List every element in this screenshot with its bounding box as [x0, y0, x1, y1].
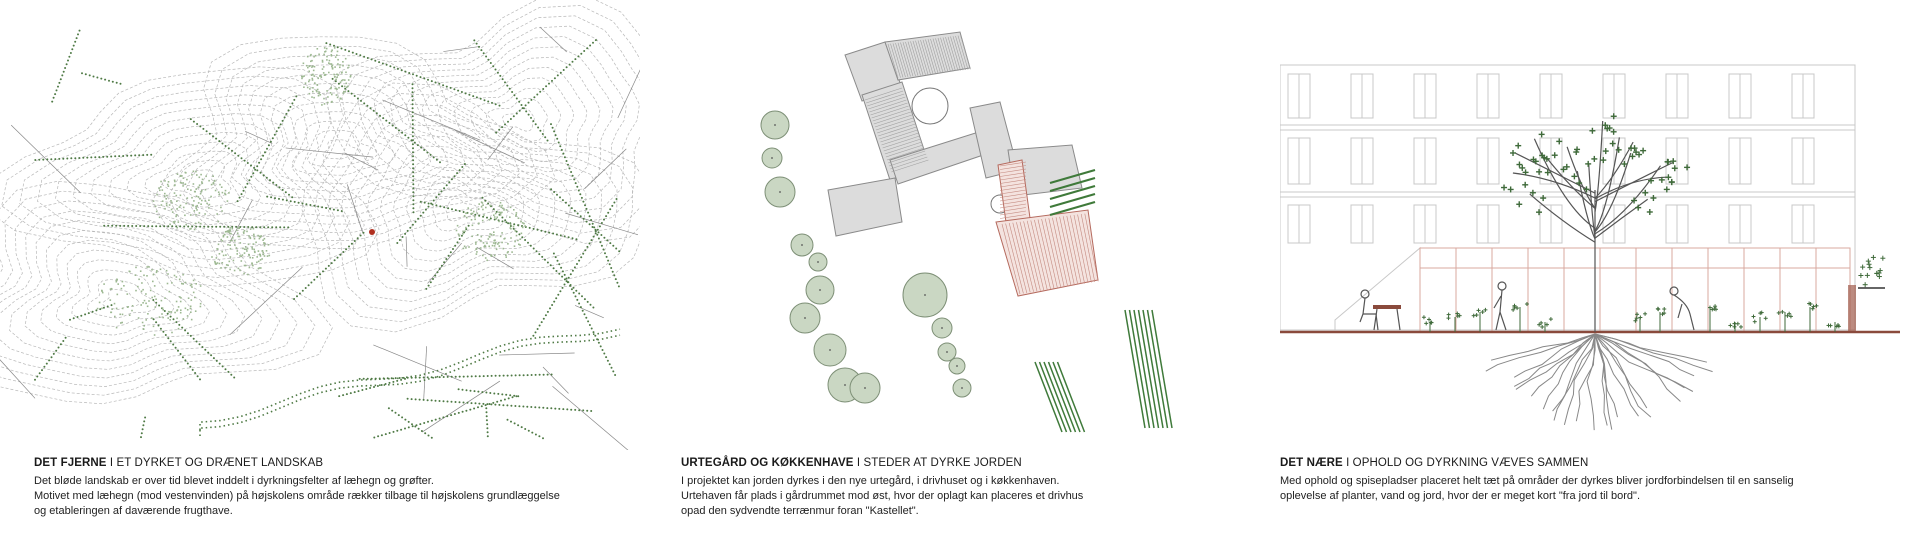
- panel-section: DET NÆRE I OPHOLD OG DYRKNING VÆVES SAMM…: [1280, 0, 1920, 535]
- caption-section: DET NÆRE I OPHOLD OG DYRKNING VÆVES SAMM…: [1280, 456, 1900, 504]
- caption-line: Urtehaven får plads i gårdrummet mod øst…: [681, 490, 1084, 502]
- heading-rest: I OPHOLD OG DYRKNING VÆVES SAMMEN: [1346, 457, 1589, 469]
- tree-roots: [1485, 333, 1713, 431]
- roof-hatching: [864, 35, 971, 173]
- facade-windows: [1287, 73, 1815, 244]
- caption-body: I projektet kan jorden dyrkes i den nye …: [681, 474, 1271, 519]
- caption-line: opad den sydvendte terrænmur foran "Kast…: [681, 505, 919, 517]
- hedgerows: [34, 29, 621, 440]
- heading-bold: DET FJERNE: [34, 457, 107, 469]
- caption-body: Med ophold og spisepladser placeret helt…: [1280, 474, 1900, 504]
- panel-landscape: DET FJERNE I ET DYRKET OG DRÆNET LANDSKA…: [0, 0, 640, 535]
- panel-siteplan: URTEGÅRD OG KØKKENHAVE I STEDER AT DYRKE…: [640, 0, 1280, 535]
- section-drawing: [1280, 64, 1900, 431]
- courtyard-garden-rows: [1049, 168, 1096, 217]
- caption-heading: DET FJERNE I ET DYRKET OG DRÆNET LANDSKA…: [34, 456, 634, 471]
- contour-lines: [0, 0, 640, 405]
- river-hedgerow: [199, 334, 621, 436]
- people-and-table: [1359, 281, 1695, 331]
- caption-line: oplevelse af planter, vand og jord, hvor…: [1280, 490, 1640, 502]
- caption-line: og etableringen af daværende frugthave.: [34, 505, 233, 517]
- heading-bold: URTEGÅRD OG KØKKENHAVE: [681, 457, 854, 469]
- field-boundaries: [0, 26, 640, 450]
- garden-plants: [1421, 254, 1886, 332]
- heading-rest: I STEDER AT DYRKE JORDEN: [856, 457, 1022, 469]
- central-tree: [1512, 120, 1674, 332]
- tree-leaves: [1501, 113, 1691, 216]
- caption-line: Det bløde landskab er over tid blevet in…: [34, 475, 434, 487]
- woodland-patches: [96, 47, 526, 336]
- caption-heading: URTEGÅRD OG KØKKENHAVE I STEDER AT DYRKE…: [681, 456, 1271, 471]
- caption-landscape: DET FJERNE I ET DYRKET OG DRÆNET LANDSKA…: [34, 456, 634, 519]
- kitchen-garden-rows: [1034, 309, 1173, 433]
- caption-body: Det bløde landskab er over tid blevet in…: [34, 474, 634, 519]
- stair-wedge: [1334, 246, 1421, 331]
- right-shrub: [1848, 285, 1885, 331]
- caption-siteplan: URTEGÅRD OG KØKKENHAVE I STEDER AT DYRKE…: [681, 456, 1271, 519]
- caption-heading: DET NÆRE I OPHOLD OG DYRKNING VÆVES SAMM…: [1280, 456, 1900, 471]
- caption-line: Motivet med læhegn (mod vestenvinden) på…: [34, 490, 560, 502]
- main-building: [827, 31, 1083, 237]
- orchard-trees: [760, 110, 972, 404]
- building-facade: [1280, 64, 1856, 331]
- caption-line: I projektet kan jorden dyrkes i den nye …: [681, 475, 1060, 487]
- site-plan: [760, 31, 1173, 433]
- caption-line: Med ophold og spisepladser placeret helt…: [1280, 475, 1794, 487]
- heading-bold: DET NÆRE: [1280, 457, 1343, 469]
- site-marker: [369, 229, 375, 235]
- landscape-map: [0, 0, 640, 450]
- new-building-hatching: [999, 161, 1099, 295]
- heading-rest: I ET DYRKET OG DRÆNET LANDSKAB: [109, 457, 324, 469]
